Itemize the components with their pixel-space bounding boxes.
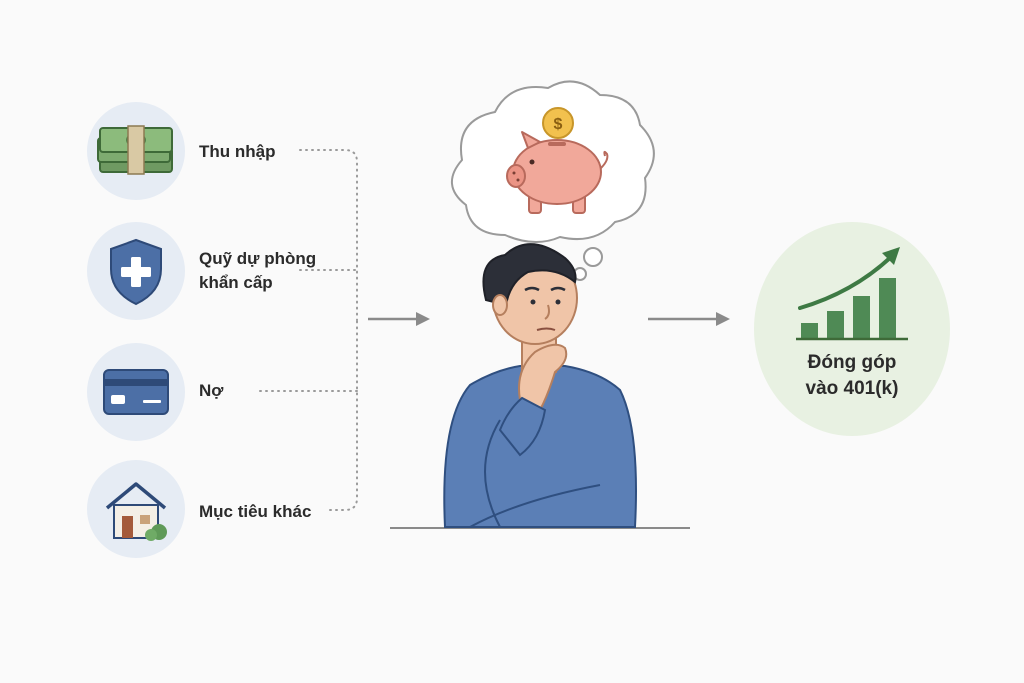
- growth-arrow: [798, 254, 894, 310]
- factor-label-line: Mục tiêu khác: [199, 502, 312, 521]
- factor-label-line: khẩn cấp: [199, 273, 273, 292]
- house-icon: [105, 482, 167, 541]
- factor-icon-circle: [87, 460, 185, 558]
- growth-bars: [801, 278, 896, 338]
- factor-debt: Nợ: [87, 343, 387, 441]
- connector-income: [299, 149, 358, 321]
- person-figure: [443, 243, 637, 528]
- arrow-to-result: [648, 312, 730, 326]
- factor-label-line: Nợ: [199, 381, 224, 400]
- factor-label: Nợ: [199, 379, 223, 403]
- factor-income: Thu nhập: [87, 102, 387, 200]
- growth-bar: [827, 311, 844, 338]
- result-label-line: vào 401(k): [805, 378, 899, 399]
- growth-bar: [879, 278, 896, 338]
- connector-goals: [329, 319, 358, 511]
- growth-bar: [853, 296, 870, 338]
- factor-label-line: Thu nhập: [199, 142, 276, 161]
- factor-label: Quỹ dự phòng khẩn cấp: [199, 247, 316, 295]
- factor-label: Mục tiêu khác: [199, 500, 311, 524]
- factor-icon-circle: [87, 102, 185, 200]
- arrow-to-person: [368, 312, 430, 326]
- coin-symbol: $: [554, 116, 563, 133]
- factor-emergency-fund: Quỹ dự phòng khẩn cấp: [87, 222, 387, 320]
- result-label-line: Đóng góp: [807, 352, 897, 373]
- result-label: Đóng góp vào 401(k): [754, 350, 950, 402]
- factor-icon-circle: [87, 222, 185, 320]
- credit-card-icon: [103, 369, 169, 415]
- factor-icon-circle: [87, 343, 185, 441]
- coin-icon: [542, 107, 574, 139]
- growth-bar: [801, 323, 818, 338]
- shield-plus-icon: [110, 238, 162, 306]
- result-401k-contribution: Đóng góp vào 401(k): [754, 222, 950, 436]
- growth-chart-icon: [796, 247, 908, 341]
- factor-label-line: Quỹ dự phòng: [199, 249, 317, 268]
- money-stack-icon: [97, 125, 173, 175]
- piggy-bank-icon: [506, 131, 609, 214]
- growth-arrow-head: [882, 247, 900, 265]
- factor-other-goals: Mục tiêu khác: [87, 460, 387, 558]
- factor-label: Thu nhập: [199, 140, 275, 164]
